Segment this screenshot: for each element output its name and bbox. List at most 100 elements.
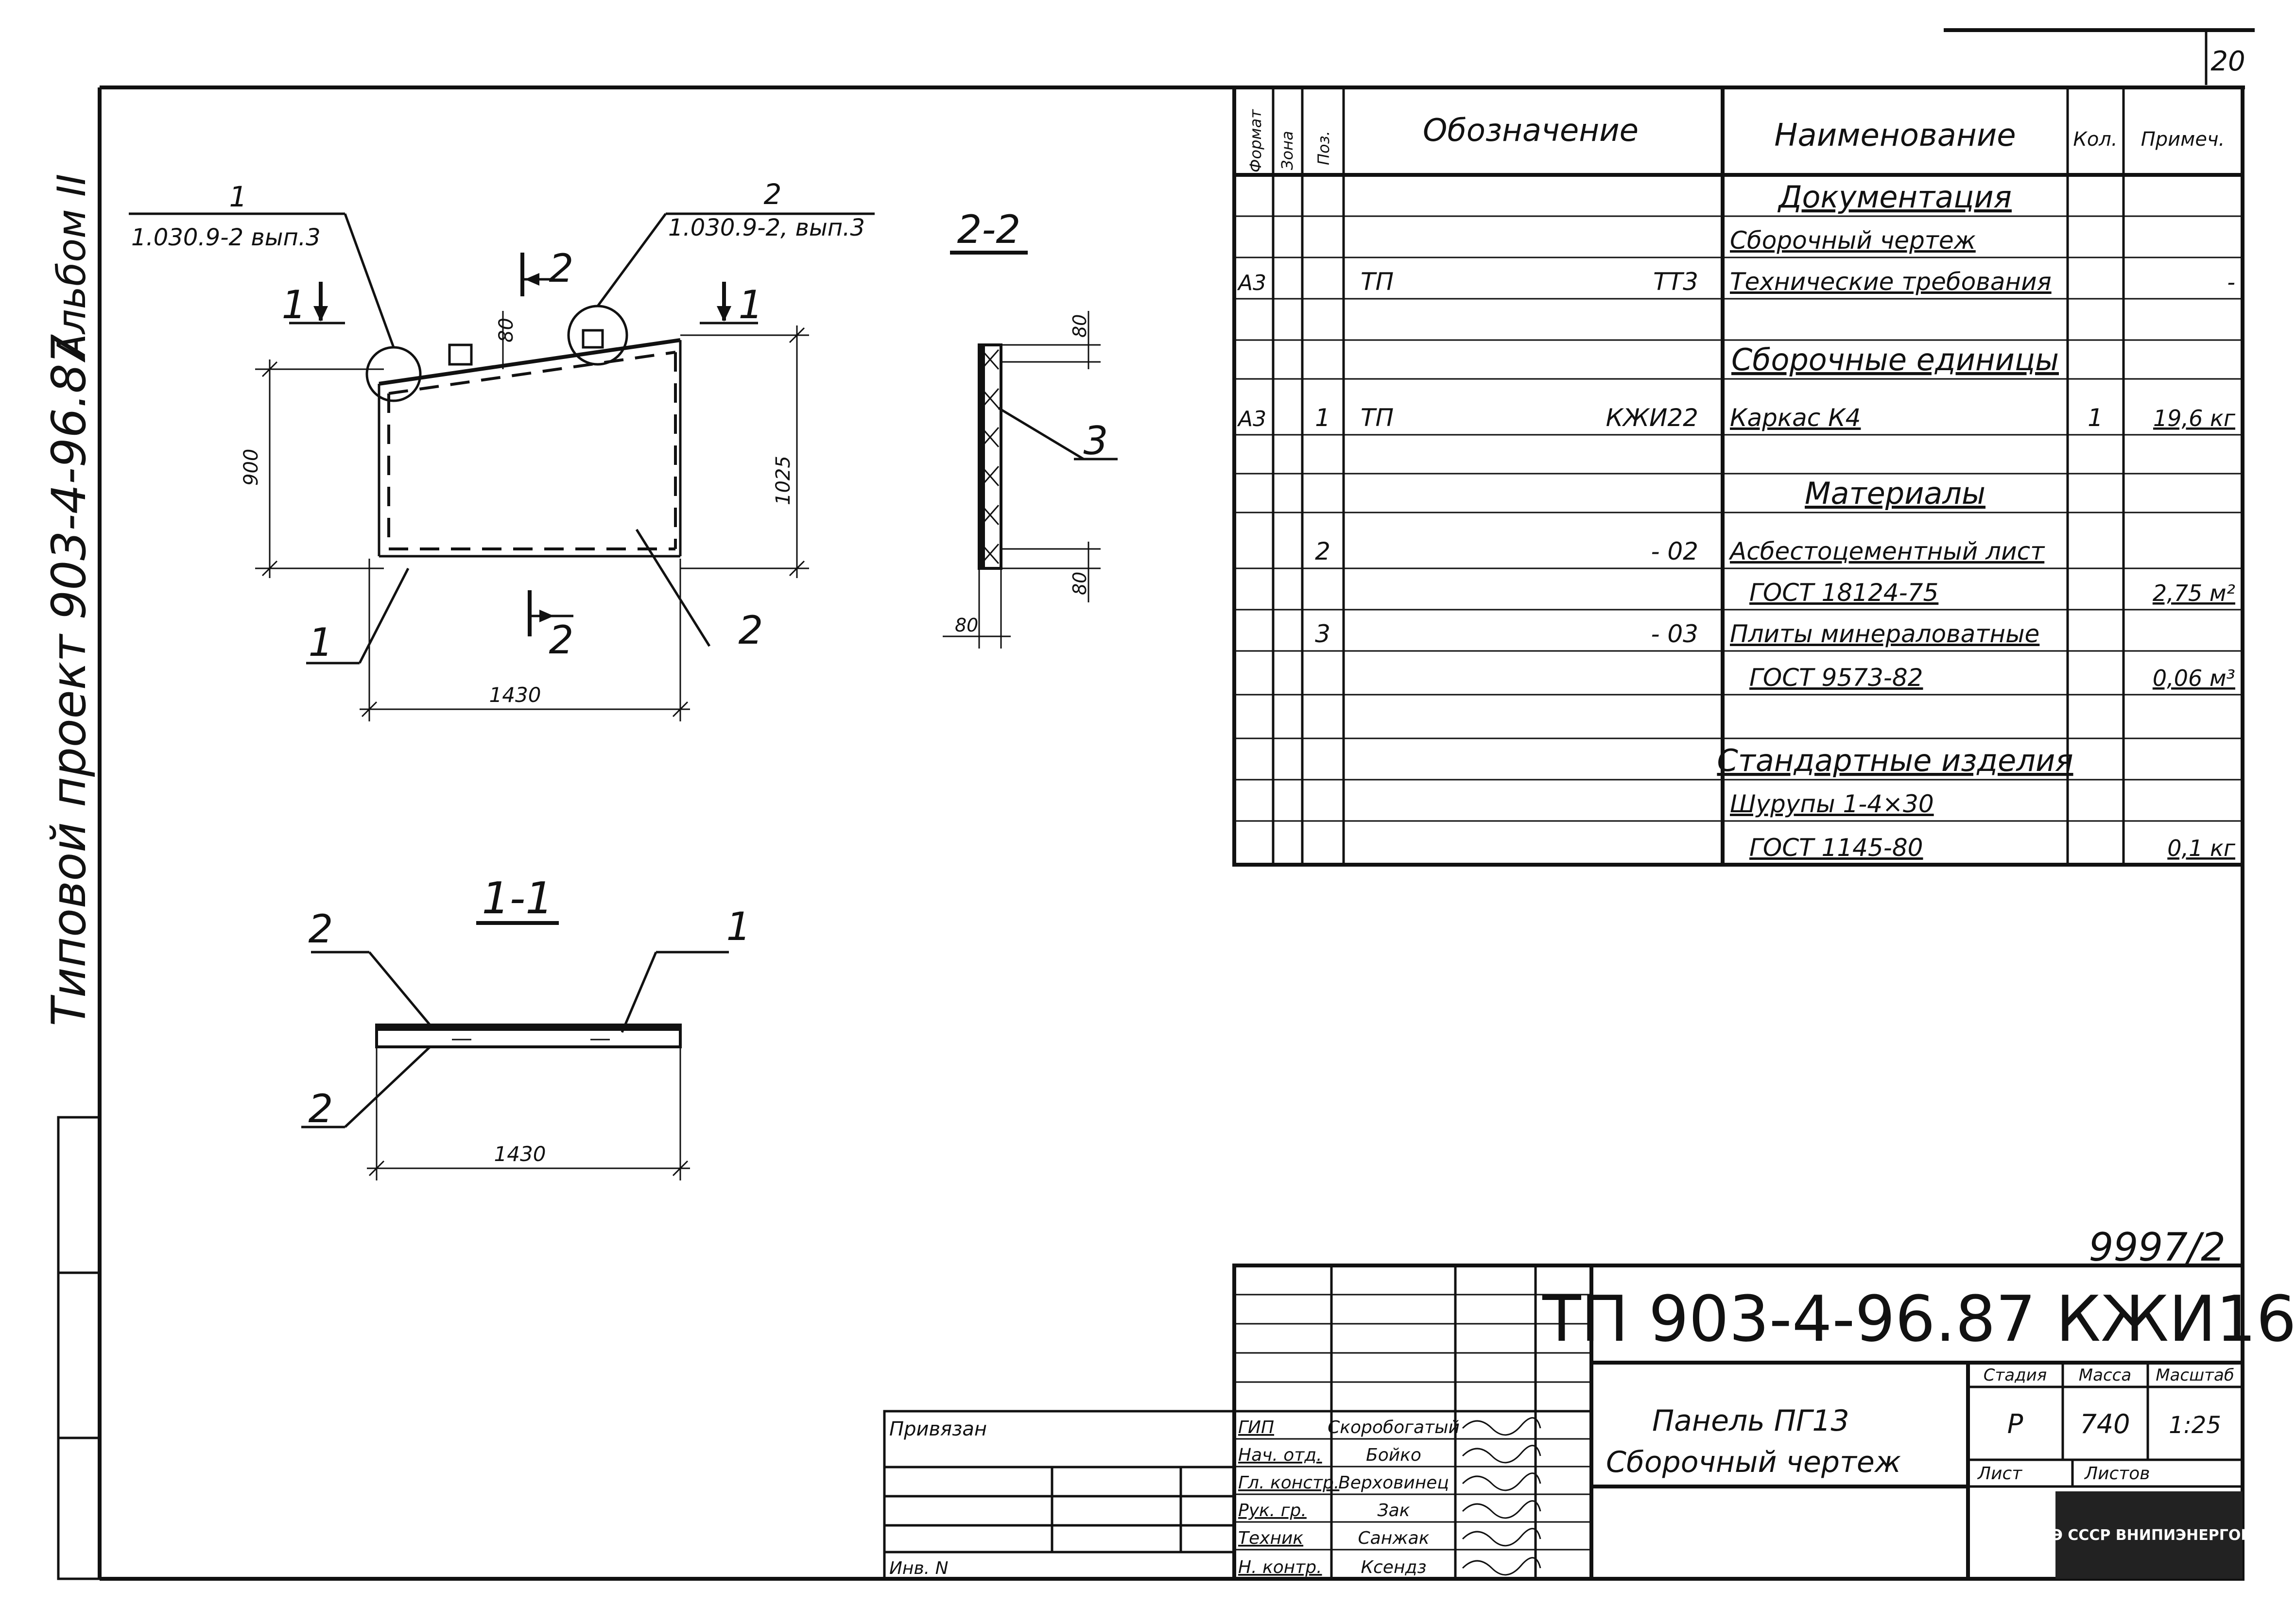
drawing-title-line-1: Панель ПГ13 — [1652, 1404, 1849, 1438]
spec-row-designation-code: ТТ3 — [1653, 268, 1698, 296]
drawing-title-line-2: Сборочный чертеж — [1606, 1445, 1901, 1479]
signature-scribble — [1462, 1472, 1541, 1491]
signature-name: Зак — [1378, 1501, 1410, 1521]
spec-row-designation-code: - 02 — [1651, 537, 1698, 565]
specification-table — [1232, 85, 2244, 867]
section-2-2 — [943, 251, 1118, 649]
spec-row-name: ГОСТ 1145-80 — [1749, 834, 1923, 862]
column-header-note: Примеч. — [2141, 128, 2225, 151]
column-header-designation: Обозначение — [1423, 113, 1639, 149]
signature-name: Верховинец — [1338, 1473, 1449, 1493]
spec-row-note: - — [2227, 269, 2235, 295]
page-number: 20 — [2210, 46, 2245, 77]
section-2-2-title: 2-2 — [957, 207, 1021, 252]
mass-value: 740 — [2080, 1409, 2130, 1439]
dimension-80-section-top: 80 — [1069, 314, 1090, 338]
spec-row-designation-prefix: ТП — [1361, 404, 1394, 432]
column-header-name: Наименование — [1774, 118, 2016, 154]
spec-row-designation-code: КЖИ22 — [1606, 404, 1698, 432]
signature-name: Бойко — [1366, 1445, 1421, 1465]
column-header-position: Поз. — [1314, 131, 1333, 165]
spec-row-name: Сборочные единицы — [1731, 342, 2059, 377]
panel-elevation — [129, 212, 875, 721]
dimension-1430-section: 1430 — [494, 1142, 546, 1166]
spec-row-note: 0,1 кг — [2167, 835, 2236, 861]
column-header-zone: Зона — [1278, 131, 1296, 170]
scale-label: Масштаб — [2156, 1366, 2234, 1385]
column-header-quantity: Кол. — [2073, 128, 2117, 151]
album-label: Альбом II — [49, 174, 94, 363]
section-1-1-title: 1-1 — [482, 873, 553, 924]
cut-mark-1-right: 1 — [739, 282, 763, 327]
stage-label: Стадия — [1984, 1366, 2047, 1385]
sheets-label: Листов — [2084, 1464, 2150, 1484]
spec-row-note: 2,75 м² — [2153, 580, 2235, 606]
spec-row-name: Технические требования — [1730, 268, 2052, 296]
column-header-format: Формат — [1246, 109, 1265, 172]
dimension-1025: 1025 — [772, 456, 794, 505]
sheet-label: Лист — [1977, 1464, 2022, 1484]
signature-scribble — [1462, 1528, 1541, 1547]
signature-name: Ксендз — [1361, 1557, 1426, 1577]
signature-role: Гл. констр. — [1238, 1473, 1339, 1493]
cut-mark-2-top: 2 — [549, 246, 574, 291]
position-2-label: 2 — [739, 608, 763, 653]
signature-scribble — [1462, 1445, 1541, 1464]
spec-row-name: Шурупы 1-4×30 — [1730, 790, 1934, 818]
section-1-1-position-2-bottom: 2 — [309, 1086, 333, 1131]
dimension-80-section-width: 80 — [955, 615, 978, 636]
signature-role: Рук. гр. — [1238, 1501, 1307, 1521]
spec-row-position: 1 — [1315, 404, 1330, 432]
signature-scribble — [1462, 1500, 1541, 1519]
signature-role: Техник — [1238, 1528, 1303, 1548]
spec-row-name: Документация — [1777, 179, 2012, 215]
dimension-80-section-bottom: 80 — [1069, 572, 1090, 595]
spec-row-designation-prefix: ТП — [1361, 268, 1394, 296]
spec-row-name: Плиты минераловатные — [1730, 620, 2039, 648]
project-label: Типовой проект 903-4-96.87 — [42, 334, 96, 1026]
stage-value: Р — [2007, 1409, 2023, 1439]
bound-label: Привязан — [889, 1418, 987, 1440]
spec-row-quantity: 1 — [2088, 404, 2103, 432]
section-1-1-position-2-top: 2 — [309, 906, 333, 952]
cut-mark-1-left: 1 — [282, 282, 307, 327]
position-1-label: 1 — [309, 620, 333, 665]
section-1-1-position-1: 1 — [726, 904, 751, 949]
title-block — [883, 1264, 2244, 1581]
signature-role: Нач. отд. — [1238, 1445, 1322, 1465]
inventory-label: Инв. N — [889, 1558, 949, 1578]
signature-name: Скоробогатый — [1328, 1418, 1460, 1437]
callout-1-reference: 1.030.9-2 вып.3 — [131, 224, 321, 251]
callout-2-number: 2 — [764, 178, 782, 211]
section-1-1 — [301, 921, 729, 1180]
cut-mark-2-bottom: 2 — [549, 617, 574, 663]
spec-row-format: А3 — [1237, 271, 1266, 295]
spec-row-position: 3 — [1315, 620, 1330, 648]
organization-name: М3 и Э СССР ВНИПИЭНЕРГОПРОМ — [2007, 1527, 2291, 1544]
spec-row-format: А3 — [1237, 407, 1266, 431]
document-code: ТП 903-4-96.87 КЖИ16 — [1542, 1282, 2296, 1356]
signature-name: Санжак — [1358, 1528, 1430, 1548]
spec-row-note: 0,06 м³ — [2153, 665, 2235, 691]
signature-scribble — [1462, 1557, 1541, 1576]
spec-row-position: 2 — [1315, 537, 1330, 565]
spec-row-name: Каркас К4 — [1730, 404, 1861, 432]
spec-row-note: 19,6 кг — [2153, 405, 2236, 431]
spec-row-name: ГОСТ 18124-75 — [1749, 579, 1938, 607]
dimension-900: 900 — [240, 449, 262, 486]
spec-row-name: ГОСТ 9573-82 — [1749, 664, 1923, 692]
spec-row-designation-code: - 03 — [1651, 620, 1698, 648]
spec-row-name: Стандартные изделия — [1717, 743, 2073, 778]
mass-label: Масса — [2079, 1366, 2131, 1385]
spec-row-name: Асбестоцементный лист — [1728, 537, 2045, 565]
archive-number: 9997/2 — [2089, 1225, 2226, 1270]
signature-role: Н. контр. — [1238, 1557, 1322, 1577]
spec-row-name: Сборочный чертеж — [1730, 226, 1976, 255]
signature-role: ГИП — [1238, 1418, 1274, 1437]
dimension-80-top: 80 — [495, 318, 518, 342]
callout-2-reference: 1.030.9-2, вып.3 — [668, 214, 865, 241]
scale-value: 1:25 — [2169, 1412, 2221, 1439]
